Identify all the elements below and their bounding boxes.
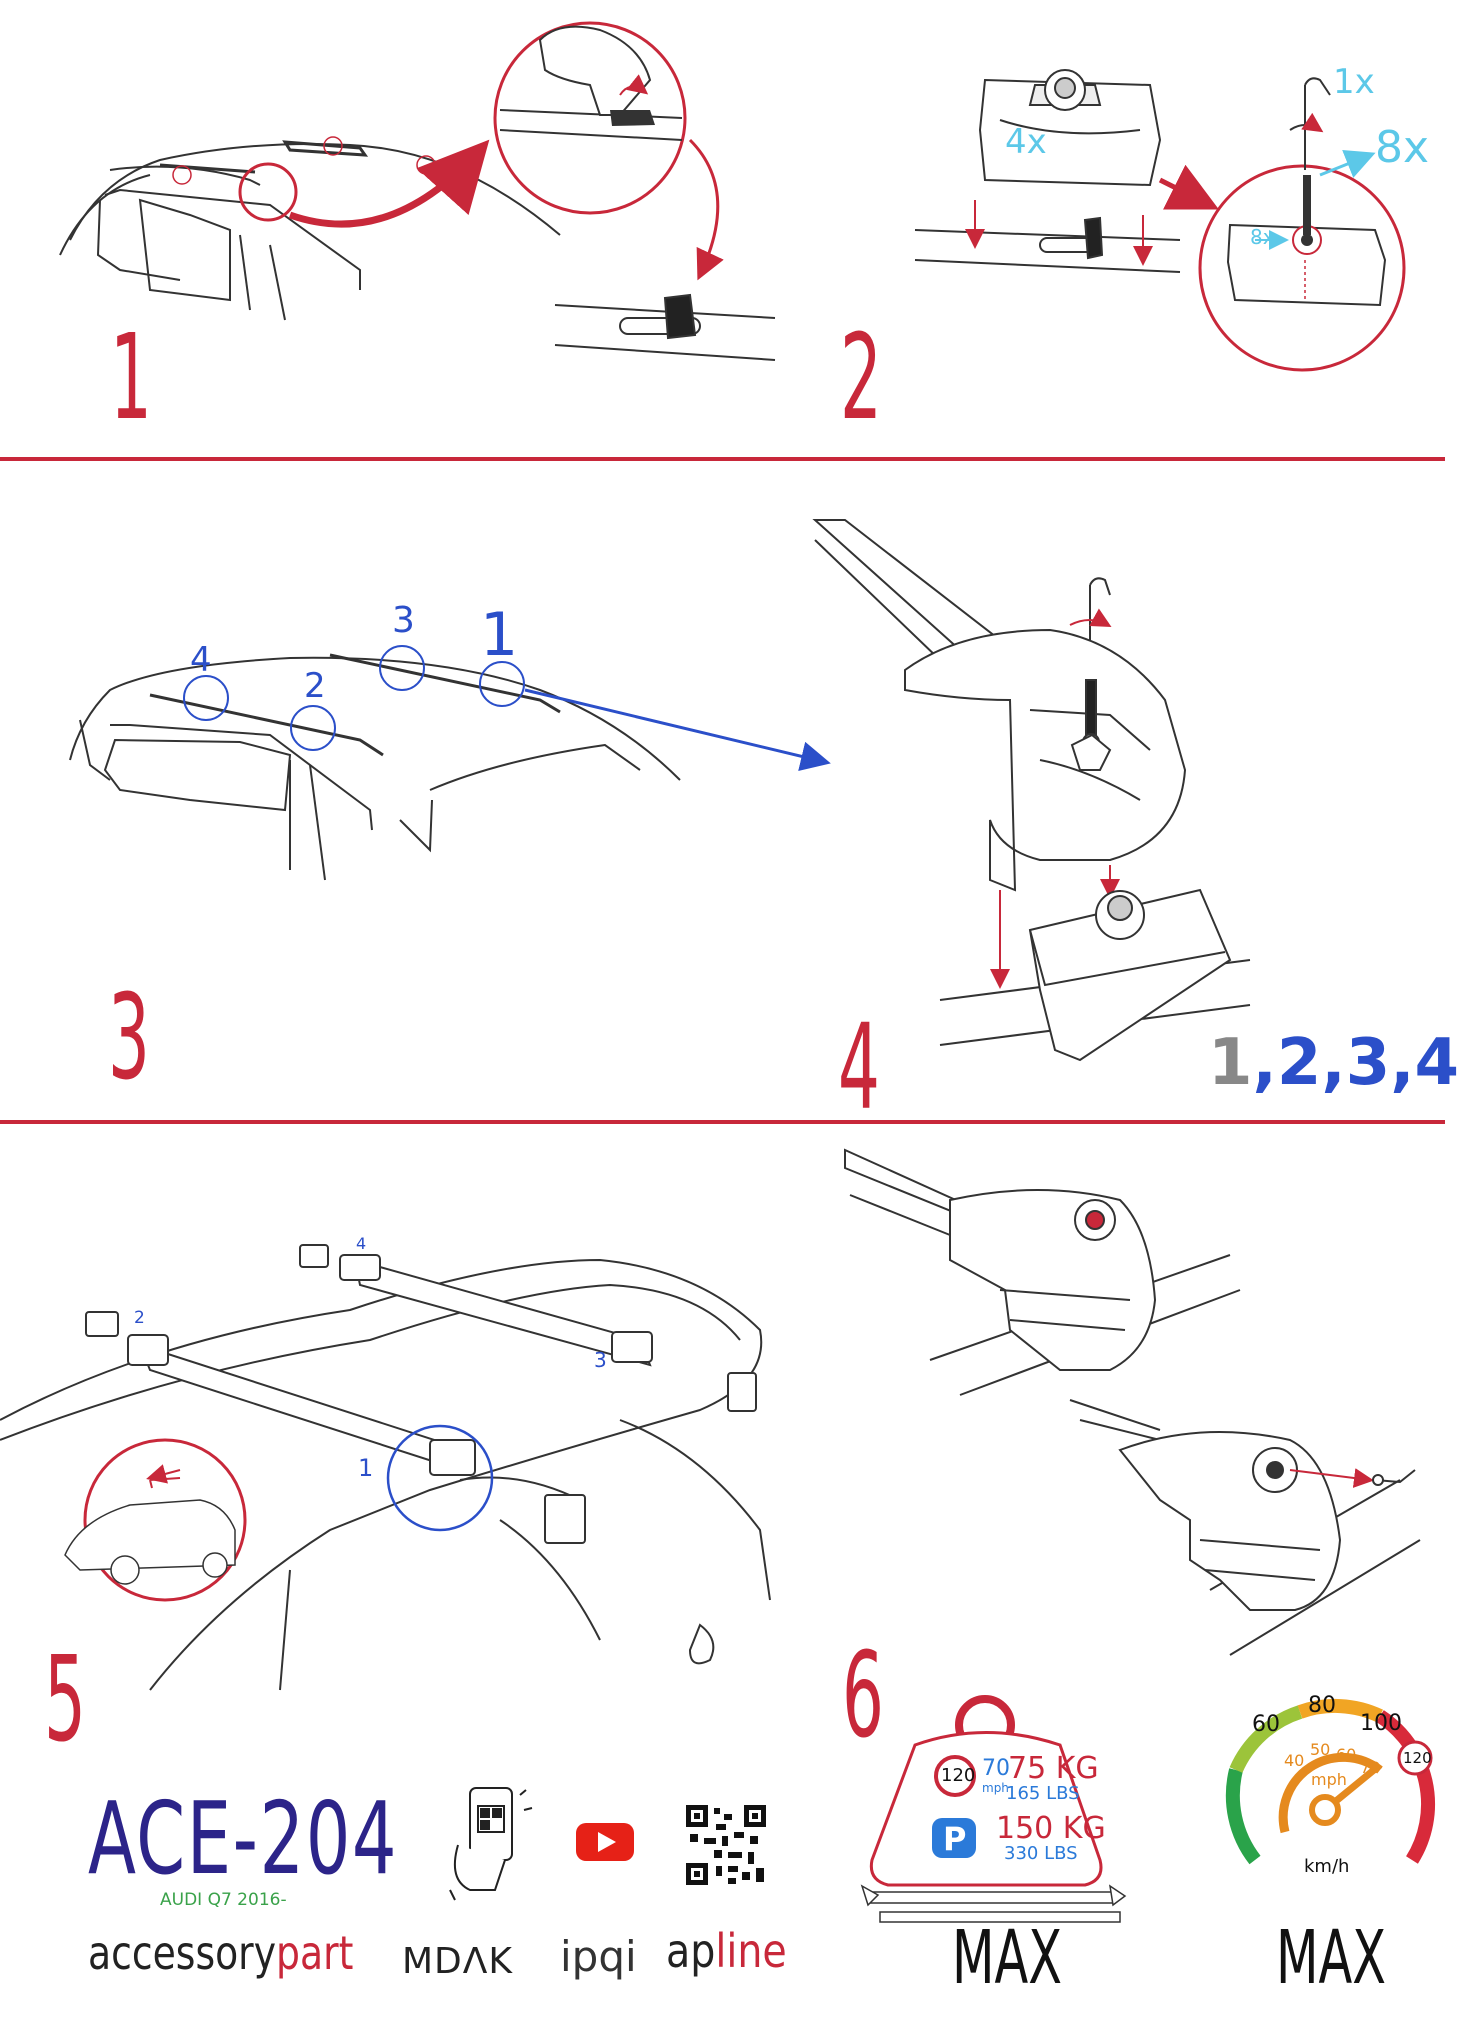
mph-60: 60 bbox=[1336, 1745, 1357, 1764]
parking-load-lbs: 330 LBS bbox=[1004, 1843, 1078, 1864]
speed-unit: mph bbox=[982, 1781, 1009, 1795]
step6-lock-lower bbox=[1069, 1399, 1421, 1656]
step-number-4: 4 bbox=[838, 998, 880, 1136]
tighten-order: 1,2,3,4 bbox=[1208, 1026, 1459, 1100]
product-code: ACE-204 bbox=[88, 1780, 399, 1897]
position-label-4: 4 bbox=[190, 640, 212, 680]
step-number-2: 2 bbox=[840, 308, 882, 446]
parking-load-kg: 150 KG bbox=[996, 1811, 1106, 1846]
order-3: 3 bbox=[1345, 1026, 1391, 1100]
kmh-60: 60 bbox=[1252, 1712, 1280, 1737]
step1-zoom-arrow bbox=[288, 139, 490, 228]
max-speed-label: MAX bbox=[1276, 1915, 1386, 2001]
step5-roof bbox=[0, 1258, 771, 1691]
order-4: 4 bbox=[1414, 1026, 1459, 1100]
order-1: 1 bbox=[1208, 1026, 1253, 1100]
section-divider-top bbox=[0, 457, 1445, 461]
step3-car bbox=[69, 653, 681, 881]
step6-lock-upper bbox=[844, 1148, 1241, 1396]
bar-position-4: 4 bbox=[356, 1234, 367, 1253]
step3-arrow bbox=[524, 688, 831, 771]
max-load-label: MAX bbox=[952, 1915, 1062, 2001]
parking-icon: P bbox=[943, 1820, 967, 1858]
step3-position-circles bbox=[183, 645, 525, 751]
kmh-80: 80 bbox=[1308, 1693, 1336, 1718]
step5-car-inset bbox=[64, 1438, 247, 1602]
step1-rail-detail bbox=[554, 293, 776, 361]
youtube-icon bbox=[576, 1823, 634, 1861]
bar-position-1: 1 bbox=[358, 1454, 374, 1482]
kmh-label: km/h bbox=[1304, 1856, 1350, 1877]
kmh-100: 100 bbox=[1360, 1711, 1402, 1736]
step2-down-arrows bbox=[965, 200, 1153, 266]
driving-load-lbs: 165 LBS bbox=[1006, 1783, 1080, 1804]
brand-ipqi: ipqi bbox=[560, 1932, 637, 1981]
bar-position-2: 2 bbox=[134, 1308, 145, 1328]
speed-limit-value: 120 bbox=[941, 1765, 976, 1786]
step1-zoom-circle bbox=[493, 21, 687, 215]
bar-position-3: 3 bbox=[594, 1348, 607, 1372]
brand-accessorypart-a: accessory bbox=[88, 1926, 277, 1980]
step2-zoom-arrow bbox=[1158, 164, 1219, 210]
brand-accessorypart: accessorypart bbox=[88, 1930, 353, 1976]
speed-mid-value: 70 bbox=[982, 1756, 1010, 1781]
step-number-5: 5 bbox=[44, 1630, 86, 1768]
qty-foot-label: 4x bbox=[1005, 122, 1047, 162]
kmh-120: 120 bbox=[1403, 1749, 1432, 1767]
mph-40: 40 bbox=[1284, 1751, 1305, 1770]
step-number-1: 1 bbox=[110, 308, 152, 446]
section-divider-middle bbox=[0, 1120, 1445, 1124]
brand-mdak: MDΛK bbox=[402, 1941, 514, 1982]
weight-tag-bars bbox=[860, 1884, 1127, 1923]
phone-qr-icon bbox=[449, 1787, 533, 1901]
order-sep-2: , bbox=[1321, 1026, 1346, 1100]
step4-hex-key bbox=[1069, 577, 1112, 640]
brand-accessorypart-b: part bbox=[276, 1926, 354, 1980]
qty-bolt-small-label: 8x bbox=[1250, 225, 1275, 249]
step-number-6: 6 bbox=[842, 1626, 884, 1764]
qty-key-label: 1x bbox=[1333, 62, 1375, 102]
order-2: 2 bbox=[1276, 1026, 1322, 1100]
brand-apline: apline bbox=[666, 1928, 787, 1974]
driving-load-kg: 75 KG bbox=[1008, 1751, 1099, 1786]
step1-car-roof bbox=[59, 140, 561, 321]
step5-highlight-circle bbox=[386, 1424, 494, 1532]
mph-70: 70 bbox=[1360, 1758, 1381, 1777]
step4-bar-assembly bbox=[812, 519, 1187, 892]
step2-hex-key bbox=[1289, 77, 1331, 170]
speedometer bbox=[1225, 1698, 1436, 1865]
vehicle-model: AUDI Q7 2016- bbox=[160, 1890, 287, 1910]
order-sep-1: , bbox=[1252, 1026, 1277, 1100]
qr-code-icon bbox=[686, 1805, 766, 1885]
step2-foot-pad bbox=[978, 69, 1162, 187]
step-number-3: 3 bbox=[108, 968, 150, 1106]
position-label-3: 3 bbox=[392, 600, 415, 641]
mph-label: mph bbox=[1311, 1770, 1347, 1789]
step5-crossbars bbox=[85, 1244, 757, 1544]
brand-apline-a: ap bbox=[666, 1924, 716, 1978]
mph-50: 50 bbox=[1310, 1740, 1331, 1759]
position-label-2: 2 bbox=[304, 666, 326, 706]
step2-cyan-arrow bbox=[1319, 149, 1376, 178]
step2-rail bbox=[914, 216, 1181, 273]
qty-bolt-label: 8x bbox=[1375, 122, 1430, 173]
step2-zoom-circle bbox=[1198, 164, 1406, 372]
brand-apline-b: line bbox=[715, 1924, 787, 1978]
step1-down-arrow bbox=[688, 138, 724, 281]
step4-foot-pad bbox=[939, 888, 1251, 1062]
weight-tag bbox=[869, 1695, 1103, 1887]
order-sep-3: , bbox=[1390, 1026, 1415, 1100]
position-label-1: 1 bbox=[480, 600, 519, 670]
